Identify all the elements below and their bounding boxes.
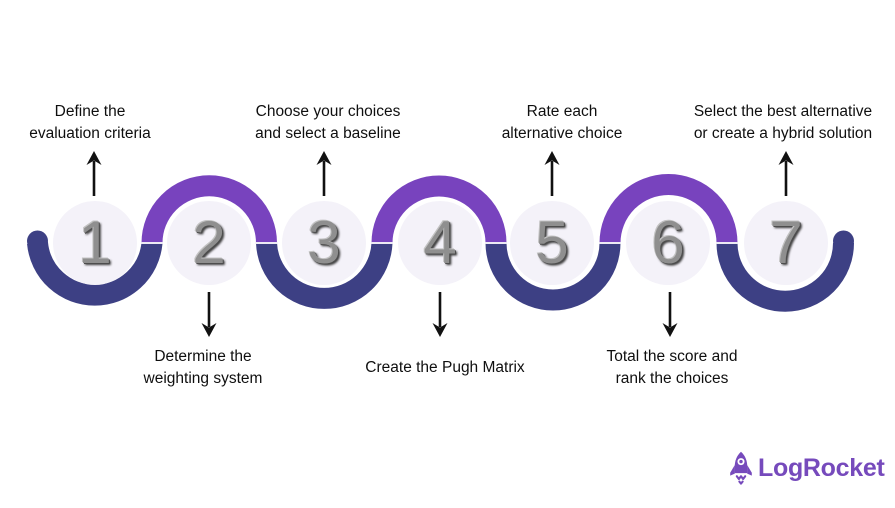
step-circle-3: 3: [282, 201, 366, 285]
step-number: 5: [535, 209, 569, 276]
step-label-4: Create the Pugh Matrix: [330, 345, 560, 391]
label-line: evaluation criteria: [29, 125, 151, 142]
step-number: 2: [192, 209, 226, 276]
up-arrow-icon: [544, 151, 560, 196]
label-line: Create the Pugh Matrix: [365, 359, 525, 376]
step-circle-6: 6: [626, 201, 710, 285]
up-arrow-icon: [778, 151, 794, 196]
step-circle-4: 4: [398, 201, 482, 285]
down-arrow-icon: [662, 292, 678, 337]
up-arrow-icon: [316, 151, 332, 196]
rocket-icon: [730, 451, 752, 485]
step-label-6: Total the score and rank the choices: [557, 345, 787, 391]
down-arrow-icon: [432, 292, 448, 337]
step-label-5: Rate each alternative choice: [447, 100, 677, 146]
label-line: and select a baseline: [255, 125, 401, 142]
step-number: 4: [423, 209, 457, 276]
step-number: 7: [769, 209, 803, 276]
step-circle-7: 7: [744, 201, 828, 285]
down-arrow-icon: [201, 292, 217, 337]
step-circle-2: 2: [167, 201, 251, 285]
label-line: Rate each: [526, 103, 598, 120]
step-label-2: Determine the weighting system: [88, 345, 318, 391]
wave-right-endcap: [833, 230, 854, 252]
step-number: 3: [307, 209, 341, 276]
logrocket-wordmark: LogRocket: [758, 453, 885, 482]
wave-top-arcs: [141, 174, 738, 244]
step-label-7: Select the best alternative or create a …: [668, 100, 895, 146]
step-label-3: Choose your choices and select a baselin…: [213, 100, 443, 146]
up-arrow-icon: [86, 151, 102, 196]
step-number: 1: [78, 209, 112, 276]
logrocket-logo: LogRocket: [728, 451, 885, 485]
label-line: Select the best alternative: [693, 103, 873, 120]
label-line: or create a hybrid solution: [693, 125, 873, 142]
label-line: rank the choices: [615, 370, 729, 387]
label-line: Define the: [54, 103, 126, 120]
label-line: weighting system: [143, 370, 263, 387]
wave-left-endcap: [27, 230, 48, 252]
label-line: Determine the: [154, 348, 252, 365]
step-label-1: Define the evaluation criteria: [0, 100, 205, 146]
step-number: 6: [651, 209, 685, 276]
label-line: alternative choice: [501, 125, 623, 142]
step-circle-5: 5: [510, 201, 594, 285]
step-circle-1: 1: [53, 201, 137, 285]
label-line: Total the score and: [606, 348, 738, 365]
wave-bottom-arcs: [27, 241, 854, 312]
label-line: Choose your choices: [255, 103, 401, 120]
